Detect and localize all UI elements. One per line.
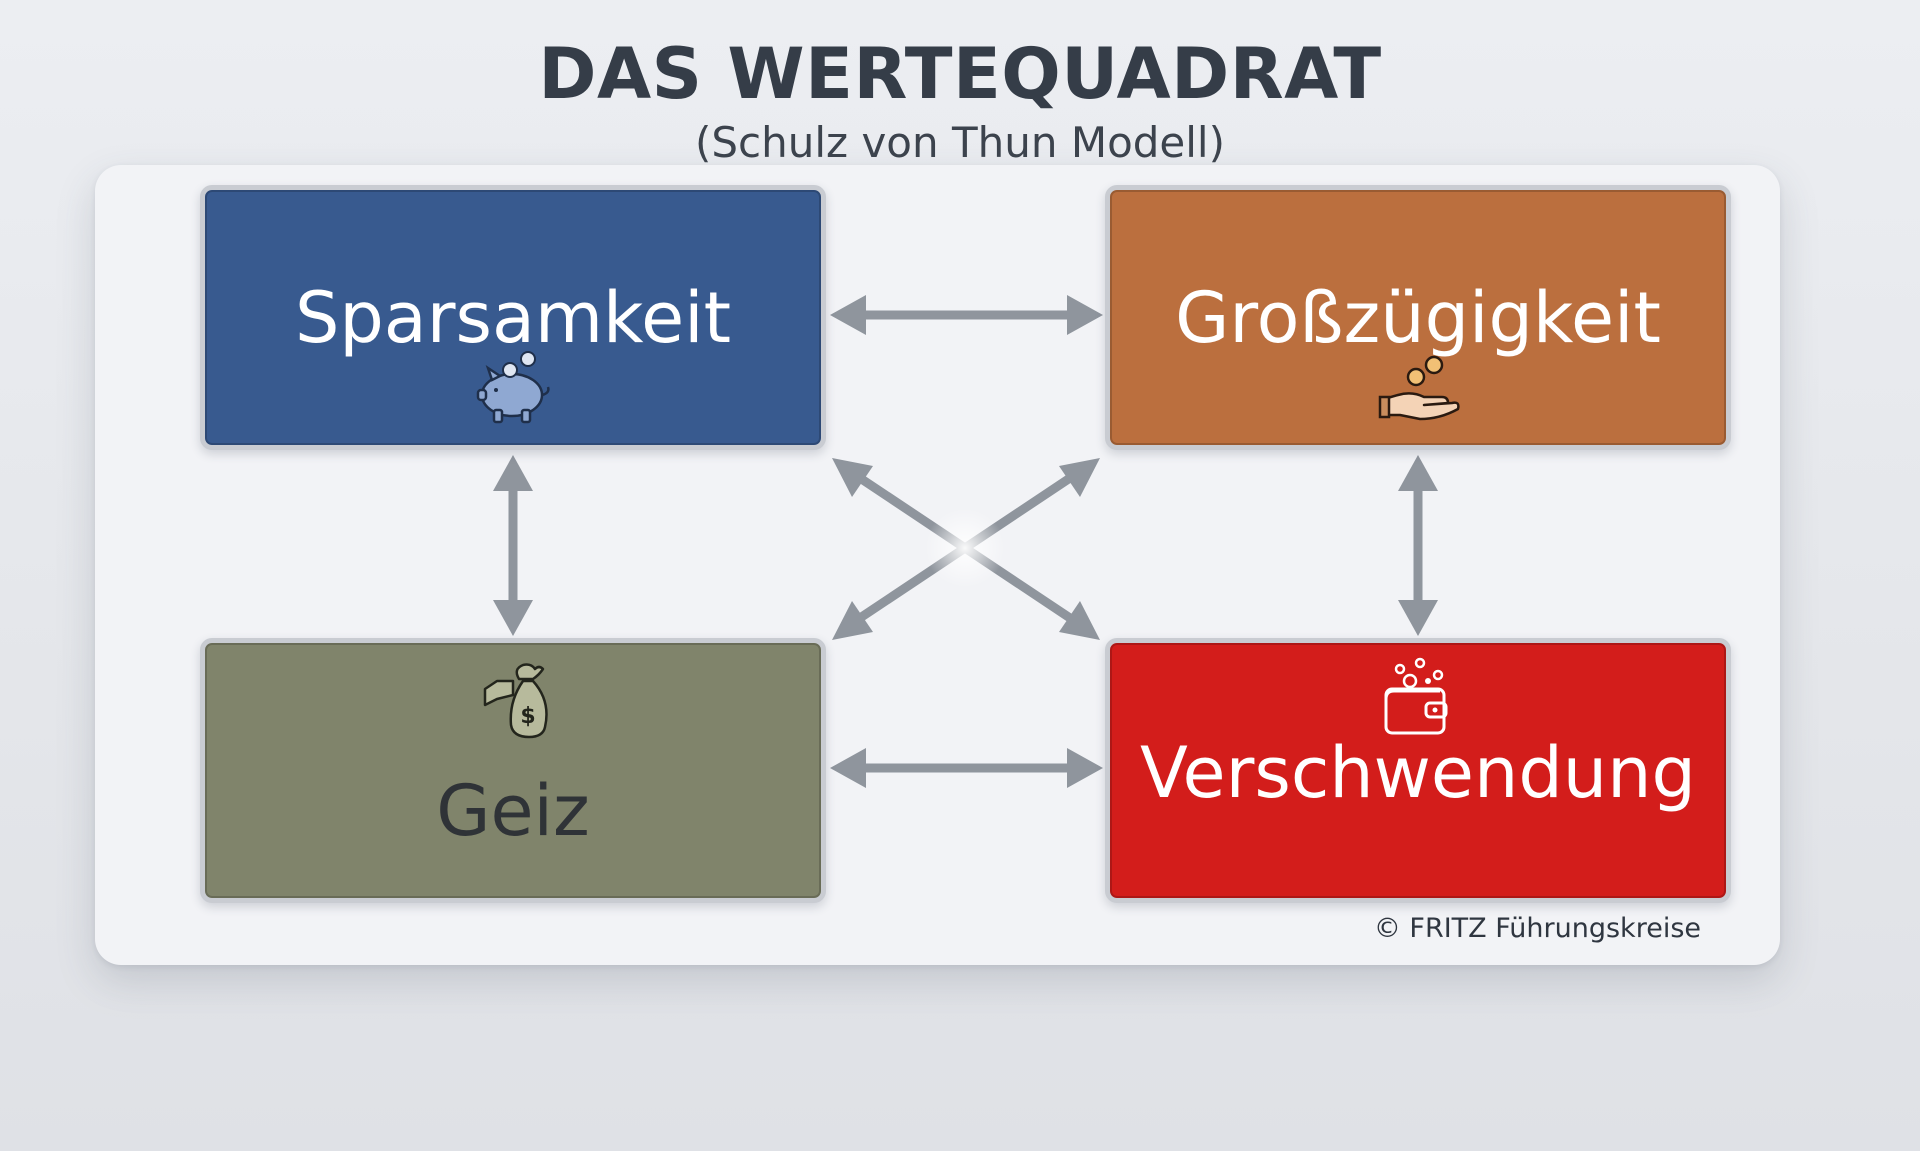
grosszuegigkeit-label: Großzügigkeit bbox=[1175, 277, 1661, 359]
sparsamkeit-label: Sparsamkeit bbox=[294, 277, 732, 359]
crossing-glow bbox=[925, 508, 1005, 588]
giving-hand-coins-icon bbox=[1378, 355, 1460, 421]
box-grosszuegigkeit: Großzügigkeit bbox=[1105, 185, 1731, 450]
geiz-label: Geiz bbox=[436, 770, 590, 852]
page-title: DAS WERTEQUADRAT bbox=[538, 33, 1382, 115]
box-geiz: Geiz $ bbox=[200, 638, 826, 903]
arrow-top-horizontal bbox=[830, 295, 1103, 335]
page-subtitle: (Schulz von Thun Modell) bbox=[695, 118, 1225, 167]
arrow-bottom-horizontal bbox=[830, 748, 1103, 788]
arrow-right-vertical bbox=[1398, 455, 1438, 636]
piggy-bank-icon bbox=[476, 351, 550, 424]
svg-text:$: $ bbox=[520, 704, 535, 729]
hand-money-bag-icon: $ bbox=[483, 663, 548, 739]
arrow-left-vertical bbox=[493, 455, 533, 636]
wallet-coins-icon bbox=[1384, 657, 1448, 735]
verschwendung-label: Verschwendung bbox=[1140, 732, 1696, 814]
copyright-notice: © FRITZ Führungskreise bbox=[1373, 913, 1701, 944]
box-verschwendung: Verschwendung bbox=[1105, 638, 1731, 903]
box-sparsamkeit: Sparsamkeit bbox=[200, 185, 826, 450]
